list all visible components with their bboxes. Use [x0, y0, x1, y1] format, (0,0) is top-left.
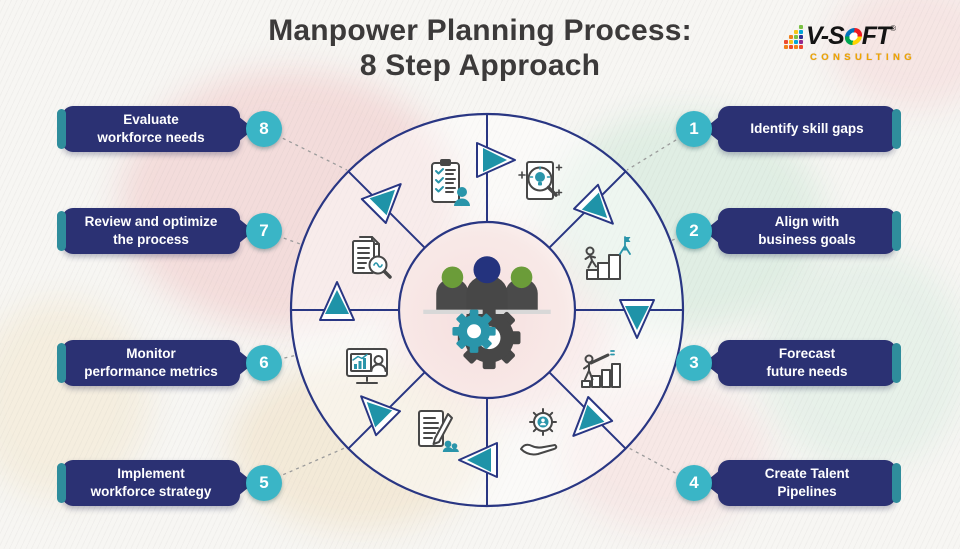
title-line-1: Manpower Planning Process: [268, 14, 692, 47]
arrow-nw-icon [369, 189, 395, 216]
clockwise-arrows [319, 142, 655, 478]
logo-registered-mark: ® [890, 24, 897, 33]
step-1-pill: Identify skill gaps [718, 106, 901, 152]
arrow-sw-icon [366, 402, 393, 428]
step-5-label: Implement workforce strategy [90, 466, 212, 499]
step-6-number-badge: 6 [246, 345, 282, 381]
arrow-se-icon [579, 404, 605, 431]
step-5-pill: Implement workforce strategy [57, 460, 240, 506]
step-1-label: Identify skill gaps [750, 121, 864, 137]
hand-gear-talent-icon [520, 408, 558, 456]
step-4-label: Create Talent Pipelines [764, 466, 850, 499]
step-6-label: Monitor performance metrics [84, 346, 218, 379]
monitor-analytics-icon [346, 348, 388, 384]
step-8-number-badge: 8 [246, 111, 282, 147]
arrow-right-icon [625, 306, 649, 330]
teal-gear-icon [452, 309, 496, 353]
team-head-navy-center [473, 256, 501, 284]
step-8-pill: Evaluate workforce needs [57, 106, 240, 152]
team-gear-emblem-icon [423, 256, 551, 370]
strategy-document-pencil-icon [418, 410, 459, 452]
step-7-pill: Review and optimize the process [57, 208, 240, 254]
arrow-ne-icon [581, 192, 608, 218]
page-title: Manpower Planning Process: 8 Step Approa… [0, 14, 960, 84]
arrow-top-icon [483, 148, 507, 172]
step-6-pill: Monitor performance metrics [57, 340, 240, 386]
step-1-number-badge: 1 [676, 111, 712, 147]
step-8-label: Evaluate workforce needs [97, 112, 205, 145]
arrow-left-icon [325, 290, 349, 314]
step-2-pill: Align with business goals [718, 208, 901, 254]
step-2-label: Align with business goals [758, 214, 856, 247]
step-7-number-badge: 7 [246, 213, 282, 249]
telescope-growth-chart-icon [581, 350, 621, 388]
step-4-pill: Create Talent Pipelines [718, 460, 901, 506]
step-3-pill: Forecast future needs [718, 340, 901, 386]
logo-subtitle: CONSULTING [810, 52, 917, 63]
team-head-green-left [441, 266, 464, 289]
step-5-number-badge: 5 [246, 465, 282, 501]
document-review-magnifier-icon [352, 236, 392, 279]
document-idea-magnifier-icon [518, 161, 563, 200]
step-3-label: Forecast future needs [766, 346, 848, 379]
step-4-number-badge: 4 [676, 465, 712, 501]
step-2-number-badge: 2 [676, 213, 712, 249]
title-line-2: 8 Step Approach [359, 48, 601, 82]
career-stairs-goal-icon [584, 236, 631, 280]
step-3-number-badge: 3 [676, 345, 712, 381]
step-7-label: Review and optimize the process [84, 214, 218, 247]
arrow-bottom-icon [467, 448, 491, 472]
team-head-green-right [510, 266, 533, 289]
logo-pixel-mosaic-icon [784, 24, 804, 49]
checklist-clipboard-icon [431, 159, 470, 206]
